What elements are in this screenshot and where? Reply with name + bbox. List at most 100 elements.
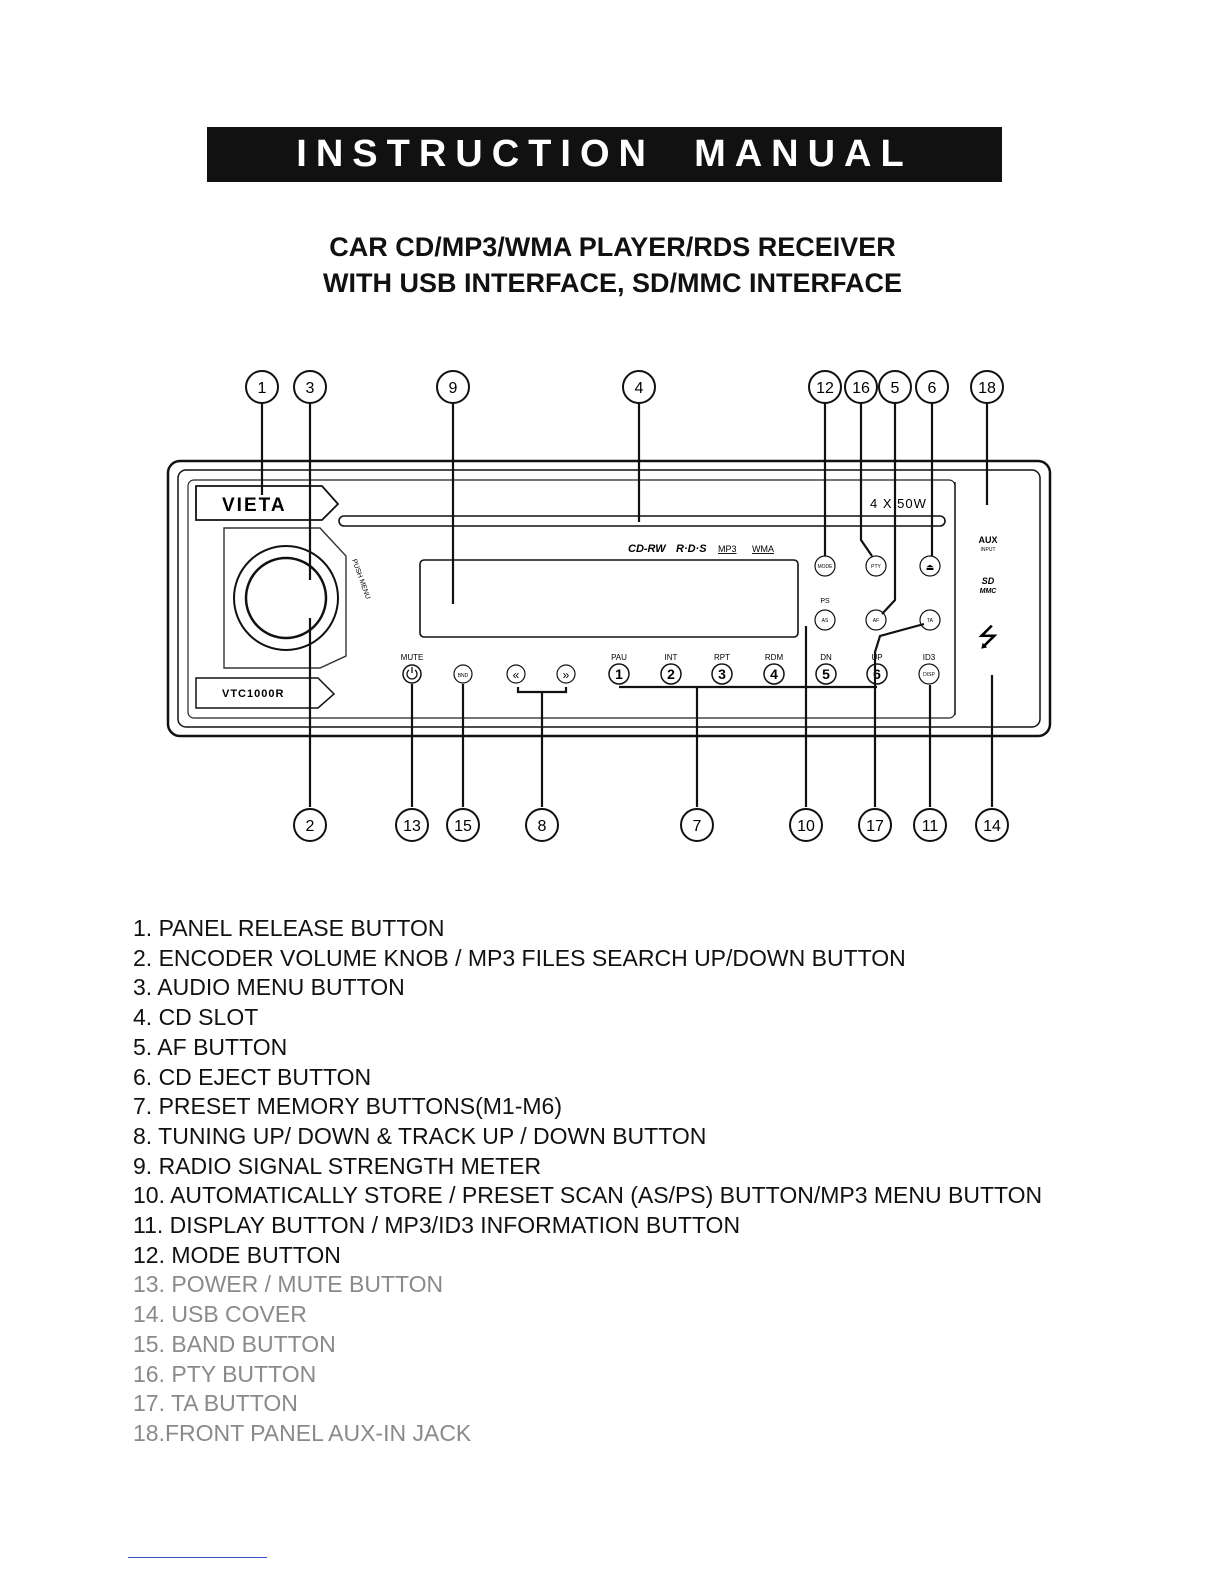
pty-label: PTY: [871, 564, 881, 570]
parts-list-item: 17. TA BUTTON: [133, 1390, 298, 1417]
callout-7: 7: [680, 808, 714, 842]
power-mute-button[interactable]: [402, 664, 422, 684]
aux-label: AUX: [978, 535, 997, 545]
callout-number: 1: [258, 380, 267, 397]
id3-label: ID3: [923, 653, 936, 662]
band-button[interactable]: [453, 664, 473, 684]
callout-9: 9: [436, 370, 470, 404]
sd-logo: SD: [982, 576, 995, 586]
callout-12: 12: [808, 370, 842, 404]
preset-button-4[interactable]: RDM 4: [763, 653, 785, 685]
pty-button[interactable]: [865, 555, 887, 577]
callout-18: 18: [970, 370, 1004, 404]
preset-function-label: RDM: [765, 653, 784, 662]
preset-button-6[interactable]: UP6: [866, 653, 888, 685]
preset-function-label: PAU: [611, 653, 627, 662]
callout-circle: [858, 808, 892, 842]
callout-11: 11: [913, 808, 947, 842]
cd-slot: [338, 515, 946, 527]
parts-list-item: 14. USB COVER: [133, 1301, 307, 1328]
brand-logo: VIETA: [222, 495, 287, 516]
parts-list-item: 4. CD SLOT: [133, 1004, 259, 1031]
disp-label: DISP: [923, 672, 935, 678]
callout-5: 5: [878, 370, 912, 404]
lcd-display: [419, 559, 799, 638]
ta-label: TA: [927, 618, 934, 624]
parts-list-item: 3. AUDIO MENU BUTTON: [133, 974, 405, 1001]
callout-number: 2: [306, 818, 315, 835]
volume-knob[interactable]: [244, 556, 328, 640]
callout-circle: [878, 370, 912, 404]
callout-circle: [680, 808, 714, 842]
callout-number: 12: [816, 380, 834, 397]
callout-number: 6: [928, 380, 937, 397]
manual-title: INSTRUCTION MANUAL: [296, 133, 913, 175]
callout-number: 10: [797, 818, 815, 835]
callout-10: 10: [789, 808, 823, 842]
preset-number: 3: [718, 666, 726, 682]
preset-button-5[interactable]: DN 5: [815, 653, 837, 685]
preset-button-body[interactable]: [711, 663, 733, 685]
preset-function-label: INT: [665, 653, 678, 662]
preset-number: 6: [873, 666, 881, 682]
tune-up-button[interactable]: [556, 664, 576, 684]
rewind-icon: «: [513, 668, 520, 682]
callout-number: 17: [866, 818, 884, 835]
as-ps-button[interactable]: [814, 609, 836, 631]
callout-number: 8: [538, 818, 547, 835]
callout-circle: [808, 370, 842, 404]
callout-circle: [975, 808, 1009, 842]
footer-rule: [128, 1557, 267, 1558]
callout-circle: [245, 370, 279, 404]
af-button[interactable]: [865, 609, 887, 631]
as-label: AS: [822, 618, 829, 624]
preset-button-body[interactable]: [763, 663, 785, 685]
callout-number: 16: [852, 380, 870, 397]
preset-button-body[interactable]: [660, 663, 682, 685]
parts-list-item: 1. PANEL RELEASE BUTTON: [133, 915, 445, 941]
parts-list: 1. PANEL RELEASE BUTTON 2. ENCODER VOLUM…: [133, 914, 1042, 1449]
preset-button-body[interactable]: [608, 663, 630, 685]
callout-16: 16: [844, 370, 878, 404]
ta-button[interactable]: [919, 609, 941, 631]
parts-list-item: 10. AUTOMATICALLY STORE / PRESET SCAN (A…: [133, 1182, 1043, 1209]
preset-number: 4: [770, 666, 778, 682]
parts-list-item: 9. RADIO SIGNAL STRENGTH METER: [133, 1152, 542, 1179]
power-icon: [406, 667, 418, 680]
preset-button-3[interactable]: RPT 3: [711, 653, 733, 685]
eject-button[interactable]: [919, 555, 941, 577]
preset-number: 5: [822, 666, 830, 682]
parts-list-item: 6. CD EJECT BUTTON: [133, 1063, 372, 1090]
ps-label: PS: [820, 598, 830, 605]
callout-number: 18: [978, 380, 996, 397]
preset-button-body[interactable]: [866, 663, 888, 685]
callout-circle: [622, 370, 656, 404]
parts-list-item: 5. AF BUTTON: [133, 1033, 288, 1060]
callout-circle: [789, 808, 823, 842]
disp-button[interactable]: [918, 663, 940, 685]
mp3-logo: MP3: [718, 544, 737, 554]
preset-function-label: RPT: [714, 653, 730, 662]
callout-8: 8: [525, 808, 559, 842]
callout-circle: [913, 808, 947, 842]
callout-15: 15: [446, 808, 480, 842]
mute-label: MUTE: [401, 653, 424, 662]
callout-circle: [436, 370, 470, 404]
manual-title-banner: INSTRUCTION MANUAL: [207, 127, 1002, 182]
callout-number: 15: [454, 818, 472, 835]
callout-number: 4: [635, 380, 644, 397]
chassis-inner-outline: [177, 469, 1041, 728]
forward-icon: »: [563, 668, 570, 682]
parts-list-item: 15. BAND BUTTON: [133, 1330, 336, 1357]
preset-button-body[interactable]: [815, 663, 837, 685]
callout-circle: [525, 808, 559, 842]
wma-logo: WMA: [752, 544, 774, 554]
usb-icon: ⭍: [977, 622, 999, 652]
product-subtitle-line2: WITH USB INTERFACE, SD/MMC INTERFACE: [323, 268, 902, 298]
preset-function-label: DN: [820, 653, 832, 662]
tune-down-button[interactable]: [506, 664, 526, 684]
